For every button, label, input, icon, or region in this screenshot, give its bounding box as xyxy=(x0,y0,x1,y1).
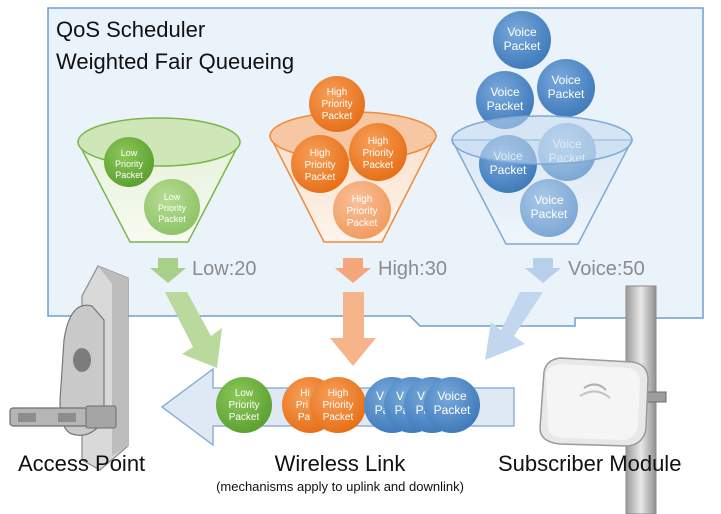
svg-text:Priority: Priority xyxy=(346,206,377,217)
high-packet-incoming xyxy=(309,76,365,132)
svg-text:High: High xyxy=(352,194,373,205)
voice-down-arrow xyxy=(525,258,561,283)
access-point-device xyxy=(9,265,129,471)
low-down-arrow xyxy=(150,258,186,283)
svg-text:Packet: Packet xyxy=(115,170,143,180)
subscriber-module-label: Subscriber Module xyxy=(498,451,681,476)
svg-text:Low: Low xyxy=(164,192,181,202)
svg-text:Priority: Priority xyxy=(158,203,187,213)
svg-text:Packet: Packet xyxy=(322,111,353,122)
voice-merge-arrow xyxy=(485,292,543,360)
voice-packet-incoming-3 xyxy=(537,59,595,117)
link-voice-packet-4 xyxy=(424,377,480,433)
svg-text:Voice: Voice xyxy=(534,193,564,207)
svg-text:High: High xyxy=(368,136,389,147)
voice-weight: Voice:50 xyxy=(568,258,645,280)
svg-text:Packet: Packet xyxy=(305,172,336,183)
svg-text:Priority: Priority xyxy=(322,400,353,411)
svg-text:Voice: Voice xyxy=(551,73,581,87)
svg-text:High: High xyxy=(310,148,331,159)
svg-text:Packet: Packet xyxy=(487,99,524,113)
svg-text:Packet: Packet xyxy=(363,160,394,171)
wireless-link-label: Wireless Link xyxy=(275,451,407,476)
link-high-packet-2 xyxy=(310,377,366,433)
voice-packet-queued-3 xyxy=(520,179,578,237)
svg-text:Voice: Voice xyxy=(507,25,537,39)
low-packet-queued-2 xyxy=(144,179,200,235)
svg-text:V: V xyxy=(417,389,425,403)
svg-text:Packet: Packet xyxy=(434,403,471,417)
high-merge-arrow xyxy=(330,292,376,366)
voice-packet-incoming-2 xyxy=(476,71,534,129)
svg-text:Pri: Pri xyxy=(296,400,308,411)
svg-text:Packet: Packet xyxy=(504,39,541,53)
svg-text:Packet: Packet xyxy=(229,412,260,423)
high-packet-queued-3 xyxy=(333,181,391,239)
svg-text:V: V xyxy=(396,389,404,403)
svg-text:Pa: Pa xyxy=(298,412,311,423)
high-packet-queued-2 xyxy=(349,123,407,181)
svg-text:Low: Low xyxy=(121,148,138,158)
svg-text:Priority: Priority xyxy=(304,160,335,171)
title-line-2: Weighted Fair Queueing xyxy=(56,49,294,74)
svg-text:Packet: Packet xyxy=(490,163,527,177)
low-priority-queue: Low Priority Packet Low Priority Packet xyxy=(76,117,242,243)
svg-text:Voice: Voice xyxy=(437,389,467,403)
link-low-packet xyxy=(216,377,272,433)
svg-text:High: High xyxy=(328,388,349,399)
subscriber-module-device xyxy=(539,285,667,514)
svg-text:Priority: Priority xyxy=(362,148,393,159)
svg-text:Packet: Packet xyxy=(531,207,568,221)
svg-text:Hi: Hi xyxy=(300,388,309,399)
high-weight: High:30 xyxy=(378,258,447,280)
svg-text:Priority: Priority xyxy=(115,159,144,169)
svg-text:Packet: Packet xyxy=(548,87,585,101)
low-packet-queued-1 xyxy=(104,137,154,187)
wireless-link-note: (mechanisms apply to uplink and downlink… xyxy=(216,479,464,494)
low-weight: Low:20 xyxy=(192,258,257,280)
wireless-link-packets: Low Priority Packet Hi Pri Pa High Prior… xyxy=(216,377,480,433)
high-priority-queue: High Priority Packet High Priority Packe… xyxy=(268,76,438,243)
svg-text:Priority: Priority xyxy=(228,400,259,411)
high-down-arrow xyxy=(335,258,371,283)
voice-packet-incoming-1 xyxy=(493,11,551,69)
access-point-label: Access Point xyxy=(18,451,145,476)
svg-text:Packet: Packet xyxy=(323,412,354,423)
svg-text:Packet: Packet xyxy=(347,218,378,229)
svg-text:Voice: Voice xyxy=(490,85,520,99)
svg-text:High: High xyxy=(327,87,348,98)
svg-text:Packet: Packet xyxy=(158,214,186,224)
high-packet-queued-1 xyxy=(291,135,349,193)
svg-text:V: V xyxy=(376,389,384,403)
svg-text:Low: Low xyxy=(235,388,254,399)
low-merge-arrow xyxy=(165,292,222,368)
svg-text:Priority: Priority xyxy=(321,99,352,110)
title-line-1: QoS Scheduler xyxy=(56,17,205,42)
voice-priority-queue: Voice Packet Voice Packet Voice Packet V… xyxy=(450,11,634,245)
